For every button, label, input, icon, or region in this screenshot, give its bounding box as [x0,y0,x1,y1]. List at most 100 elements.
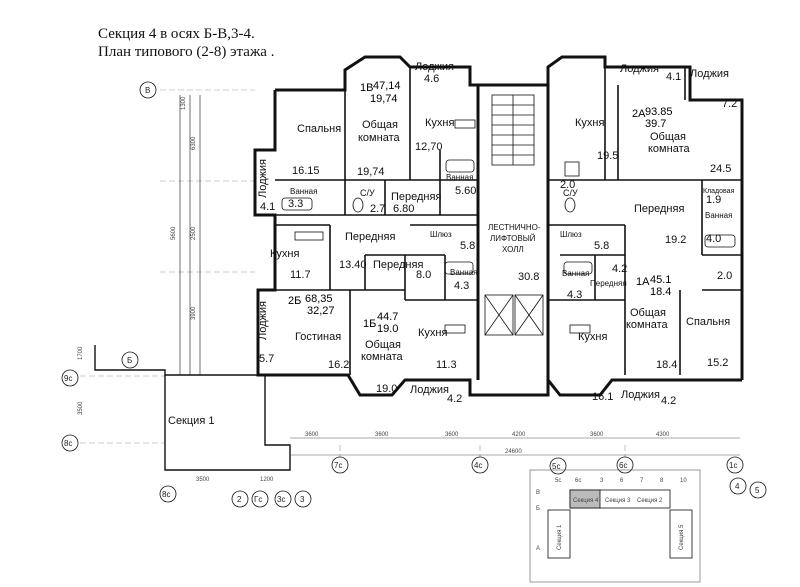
room-area: 16.15 [292,165,320,177]
axis-label: 9с [64,374,72,383]
axis-label: 6с [619,461,627,470]
dim-top: 4200 [512,432,526,438]
apt-total: 93.85 [645,106,673,118]
room-area: 12,70 [415,141,443,153]
room-label: Кухня [575,117,604,129]
room-area: 4.2 [661,395,676,407]
apt-code: 1Б [363,318,376,330]
keyplan-axis: А [536,546,540,552]
room-label: Ванная [446,173,473,182]
axis-label: 7с [334,461,342,470]
keyplan-axis: 7 [640,478,644,484]
dim-left: 5600 [171,226,177,240]
room-label: Лоджия [620,63,659,75]
room-label: Передняя [373,259,423,271]
room-area: 19.2 [665,234,686,246]
room-label: Кладовая [703,188,735,195]
section-1-outline [94,345,291,471]
room-area: 5.8 [460,240,475,252]
apt-code: 2Б [288,295,301,307]
keyplan-axis: В [536,490,540,496]
room-area: 2.7 [370,203,385,215]
room-area: 24.5 [710,163,731,175]
apt-code: 2А [632,108,646,120]
room-area: 13.40 [339,259,367,271]
room-area: 4.2 [612,263,627,275]
room-label: комната [648,143,690,155]
room-label: Общая [630,307,666,319]
dim-top: 3600 [375,432,389,438]
room-label: Общая [365,339,401,351]
keyplan-section: Секция 2 [637,498,663,504]
room-area: 2.0 [717,270,732,282]
dim-left: 6300 [191,136,197,150]
room-label: Кухня [270,248,299,260]
axis-label: 8с [162,490,170,499]
title-line-1: Секция 4 в осях Б-В,3-4. [98,26,255,42]
room-area: 1.9 [706,194,721,206]
dimension-labels: 3600 3600 3600 4200 3600 4300 24600 3500… [78,96,740,483]
room-area: 11.3 [436,359,457,371]
apartment-codes: 1В 47,14 19,74 2А 93.85 39.7 2Б 68,35 32… [288,80,673,335]
dim-left: 1700 [78,346,84,360]
room-label: ЛЕСТНИЧНО- [488,223,541,232]
axis-label: 1с [729,461,737,470]
apt-total: 45.1 [650,274,671,286]
axis-label: Б [127,356,132,365]
apt-total: 68,35 [305,293,333,305]
apt-code: 1В [360,82,373,94]
room-area: 16.2 [328,359,349,371]
apt-living: 19.0 [377,323,398,335]
dim-total: 24600 [505,449,522,455]
axis-label: 5 [755,486,760,495]
room-label: комната [361,351,403,363]
room-label: Шлюз [430,230,452,239]
room-label: Лоджия [621,389,660,401]
axis-label: 4 [735,482,740,491]
room-label: Лоджия [257,301,269,340]
keyplan-section: Секция 4 [573,498,599,504]
room-label: Гостиная [295,331,341,343]
dim-left: 1300 [181,96,187,110]
room-label: Спальня [686,316,730,328]
keyplan-axis: 6с [575,478,581,484]
room-area: 5.7 [259,353,274,365]
walls [80,55,744,471]
apt-total: 47,14 [373,80,401,92]
room-label: ХОЛЛ [502,245,524,254]
room-label: Лоджия [410,384,449,396]
room-label: Ванная [705,211,732,220]
keyplan-section: Секция 5 [679,524,685,550]
apt-code: 1А [636,276,650,288]
room-area: 30.8 [518,271,539,283]
keyplan-axis: 3 [600,478,604,484]
keyplan-axis: 8 [660,478,664,484]
room-area: 19,74 [357,166,385,178]
axis-markers: В 9с 8с Б 8с 2 Гс 3с 3 7с 4с 6с 1с 4 5 5… [61,81,767,508]
axis-label: 5с [552,462,560,471]
room-area: 6.80 [393,203,414,215]
room-label: Кухня [418,327,447,339]
room-label: Передняя [634,203,684,215]
room-label: Лоджия [690,68,729,80]
room-area: 19.5 [597,150,618,162]
room-area: 18.4 [656,359,677,371]
room-area: 5.8 [594,240,609,252]
axis-label: В [145,86,150,95]
room-label: Шлюз [560,230,582,239]
apt-living: 32,27 [307,305,335,317]
room-label: Кухня [578,331,607,343]
room-area: 4.1 [666,71,681,83]
dim-left: 3500 [78,401,84,415]
room-labels: Лоджия 4.6 Спальня 16.15 Общая комната 1… [257,61,737,407]
room-area: 2.0 [560,179,575,191]
section-1-label: Секция 1 [168,415,214,427]
dim-top: 4300 [656,432,670,438]
room-area: 19.0 [376,383,397,395]
room-area: 4.0 [706,233,721,245]
room-label: Передняя [590,279,627,288]
room-label: Кухня [425,117,454,129]
dim-bottom: 3500 [196,477,210,483]
keyplan-axis: 6 [620,478,624,484]
